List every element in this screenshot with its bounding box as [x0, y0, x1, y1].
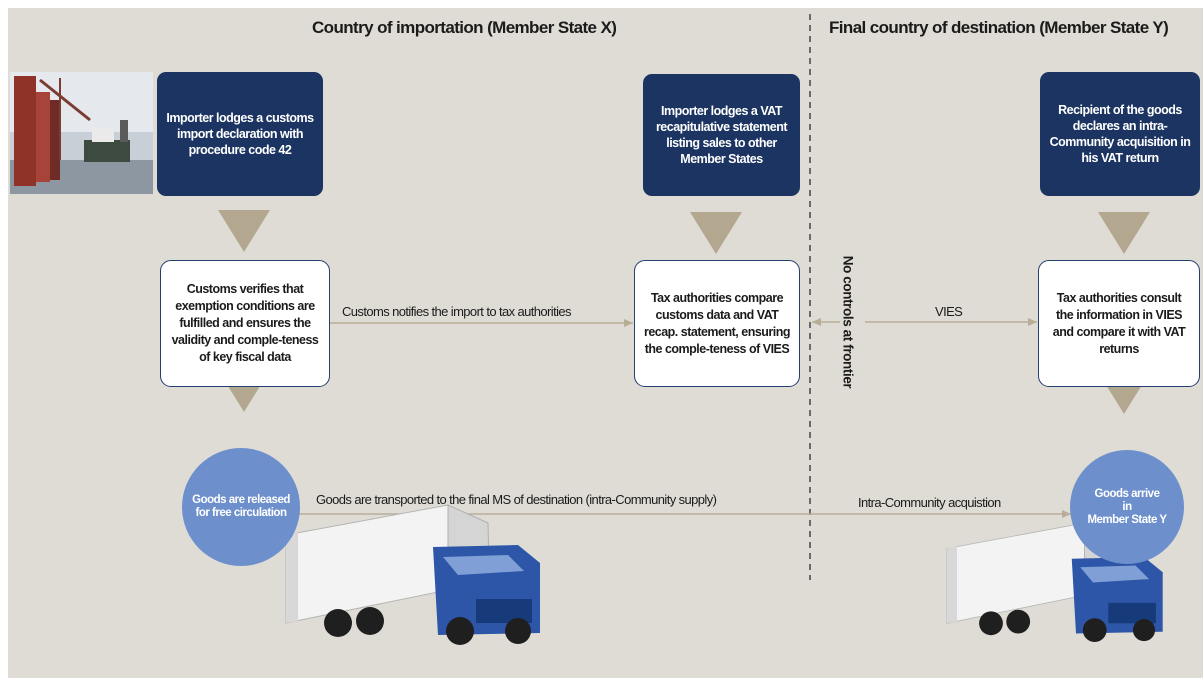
label-intra-community-acquisition: Intra-Community acquistion: [858, 495, 1001, 510]
down-arrow-1: [218, 210, 270, 252]
box-recipient-declares: Recipient of the goods declares an intra…: [1040, 72, 1200, 196]
circle-goods-arrive-line1: Goods arrive: [1094, 487, 1160, 500]
circle-goods-arrive-line2: in: [1122, 500, 1132, 513]
box-tax-authorities-consult: Tax authorities consult the information …: [1038, 260, 1200, 387]
heading-country-of-importation: Country of importation (Member State X): [312, 18, 617, 37]
box-customs-verifies: Customs verifies that exemption conditio…: [160, 260, 330, 387]
heading-final-country-of-destination: Final country of destination (Member Sta…: [829, 18, 1169, 37]
label-vies: VIES: [935, 304, 963, 319]
label-goods-transported: Goods are transported to the final MS of…: [316, 492, 717, 507]
down-arrow-4: [1098, 212, 1150, 254]
box-tax-authorities-compare: Tax authorities compare customs data and…: [634, 260, 800, 387]
circle-goods-arrive-line3: Member State Y: [1087, 513, 1167, 526]
box-importer-vat-statement: Importer lodges a VAT recapitulative sta…: [643, 74, 800, 196]
truck-icon: [946, 522, 1163, 642]
circle-goods-released: Goods are released for free circulation: [182, 448, 300, 566]
truck-icon: [285, 504, 540, 645]
port-photo-icon: [10, 72, 153, 194]
label-no-controls-at-frontier: No controls at frontier: [840, 255, 856, 389]
circle-goods-arrive: Goods arrive in Member State Y: [1070, 450, 1184, 564]
box-importer-customs-declaration: Importer lodges a customs import declara…: [157, 72, 323, 196]
down-arrow-3: [690, 212, 742, 254]
label-customs-notifies: Customs notifies the import to tax autho…: [342, 304, 572, 319]
